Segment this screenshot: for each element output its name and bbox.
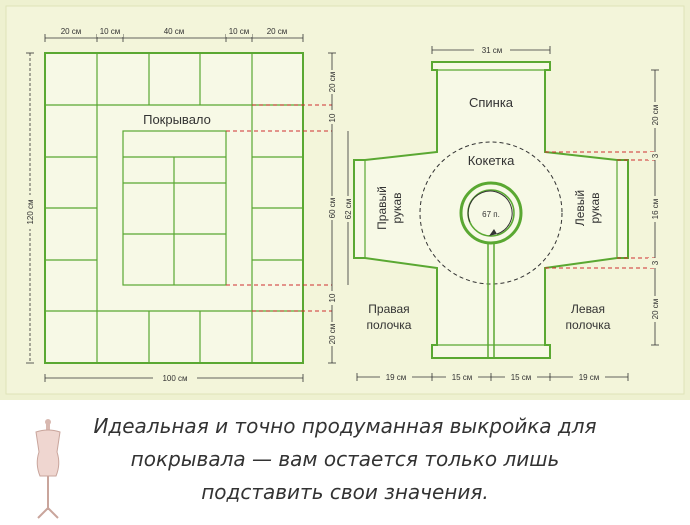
neck-label: 67 п.: [482, 210, 500, 219]
dim-right-3: 60 см: [328, 198, 337, 219]
dim-garment-right-1: 20 см: [651, 105, 660, 126]
caption-line-2: покрывала — вам остается только лишь: [130, 447, 560, 471]
dim-garment-bottom-3: 15 см: [511, 373, 532, 382]
dim-left: 120 см: [26, 199, 35, 224]
dim-garment-bottom-4: 19 см: [579, 373, 600, 382]
left-front-label-1: Левая: [571, 302, 605, 316]
back-label: Спинка: [469, 95, 514, 110]
dim-top-3: 40 см: [164, 27, 185, 36]
garment-bottom-dimensions: 19 см 15 см 15 см 19 см: [356, 371, 629, 382]
dim-right-2: 10: [328, 113, 337, 122]
garment-top-dimension: 31 см: [431, 44, 551, 55]
neck-outer: [459, 181, 523, 245]
dim-right-outer: 62 см: [344, 199, 353, 220]
dim-garment-right-3: 16 см: [651, 199, 660, 220]
garment-right-dimensions: 20 см 3 16 см 3 20 см: [648, 69, 662, 346]
dim-right-5: 20 см: [328, 324, 337, 345]
dim-top-1: 20 см: [61, 27, 82, 36]
right-front-label-2: полочка: [367, 318, 412, 332]
dim-garment-top: 31 см: [482, 46, 503, 55]
left-front-label-2: полочка: [566, 318, 611, 332]
blanket-pattern: 20 см 10 см 40 см 10 см 20 см 120 см: [24, 27, 355, 383]
yoke-circle: [419, 141, 563, 285]
pattern-diagram: 20 см 10 см 40 см 10 см 20 см 120 см: [0, 0, 690, 400]
dim-bottom: 100 см: [162, 374, 187, 383]
dim-right-1: 20 см: [328, 72, 337, 93]
dim-garment-right-2: 3: [651, 153, 660, 158]
left-sleeve-label-2: рукав: [588, 192, 602, 223]
dim-garment-right-4: 3: [651, 260, 660, 265]
caption-line-3: подставить свои значения.: [201, 480, 489, 504]
dim-garment-bottom-1: 19 см: [386, 373, 407, 382]
blanket-label-bg: [126, 111, 228, 128]
neck-arrow: [467, 190, 513, 235]
right-sleeve-label-2: рукав: [390, 192, 404, 223]
mannequin-icon: [35, 419, 61, 519]
blanket-right-dimensions: 20 см 10 60 см 10 20 см 62 см: [325, 52, 355, 364]
dim-garment-right-5: 20 см: [651, 299, 660, 320]
dim-top-4: 10 см: [229, 27, 250, 36]
yoke-label: Кокетка: [468, 153, 515, 168]
caption: Идеальная и точно продуманная выкройка д…: [0, 410, 690, 509]
right-sleeve-label-1: Правый: [375, 186, 389, 230]
caption-line-1: Идеальная и точно продуманная выкройка д…: [93, 414, 597, 438]
neck-arrow-head: [489, 229, 497, 236]
blanket-left-dimension: 120 см: [24, 52, 36, 364]
dim-top-2: 10 см: [100, 27, 121, 36]
garment-pattern: 31 см 67 п. Спинка Кокетка Правый: [353, 44, 662, 382]
blanket-red-guides: [226, 104, 332, 312]
left-sleeve-label-1: Левый: [573, 190, 587, 226]
right-front-label-1: Правая: [368, 302, 409, 316]
dim-garment-bottom-2: 15 см: [452, 373, 473, 382]
dim-right-4: 10: [328, 293, 337, 302]
blanket-top-dimensions: 20 см 10 см 40 см 10 см 20 см: [44, 27, 304, 42]
dim-top-5: 20 см: [267, 27, 288, 36]
blanket-bottom-dimension: 100 см: [44, 372, 304, 383]
blanket-label: Покрывало: [143, 112, 211, 127]
